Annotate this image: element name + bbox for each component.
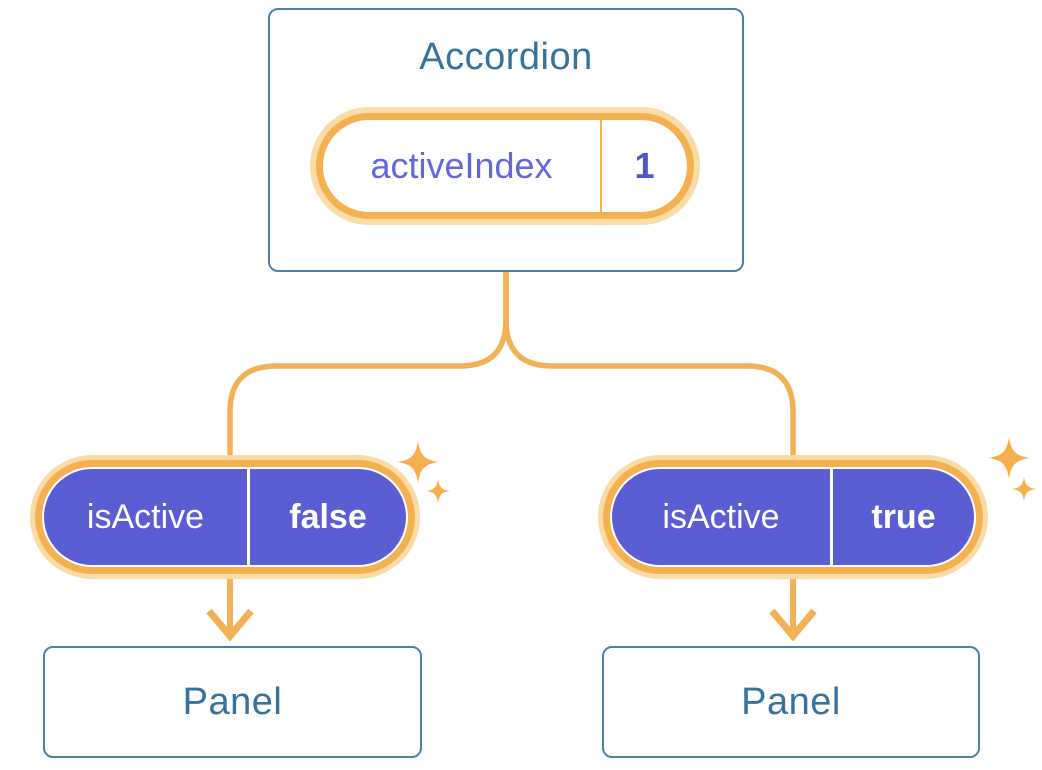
arrow-down-left <box>206 608 254 642</box>
prop-value-label: false <box>289 497 367 536</box>
prop-name-label: isActive <box>662 497 780 536</box>
prop-pill-divider <box>247 469 250 565</box>
panel-card-left: Panel <box>43 646 422 758</box>
wire-root-to-left <box>227 272 509 510</box>
prop-name-label: isActive <box>86 497 205 536</box>
panel-title: Panel <box>182 680 283 723</box>
prop-pill-right: isActive true <box>598 455 988 579</box>
prop-pill-left-ring: isActive false <box>35 460 415 574</box>
state-pill-divider <box>600 120 602 212</box>
state-value-label: 1 <box>634 145 655 186</box>
state-pill-body: activeIndex 1 <box>316 113 694 219</box>
prop-pill-left-body: isActive false <box>44 469 406 565</box>
sparkle-icon <box>988 437 1036 501</box>
panel-title: Panel <box>741 680 841 723</box>
prop-pill-right-body: isActive true <box>612 469 974 565</box>
prop-value-label: true <box>871 497 936 536</box>
state-name-label: activeIndex <box>370 145 553 186</box>
state-pill: activeIndex 1 <box>310 107 700 225</box>
prop-pill-divider <box>830 469 833 565</box>
prop-pill-right-ring: isActive true <box>603 460 983 574</box>
panel-card-right: Panel <box>602 646 980 758</box>
arrow-down-right <box>769 608 817 642</box>
wire-root-to-right <box>503 272 796 510</box>
accordion-title: Accordion <box>419 36 593 78</box>
prop-pill-left: isActive false <box>30 455 420 579</box>
